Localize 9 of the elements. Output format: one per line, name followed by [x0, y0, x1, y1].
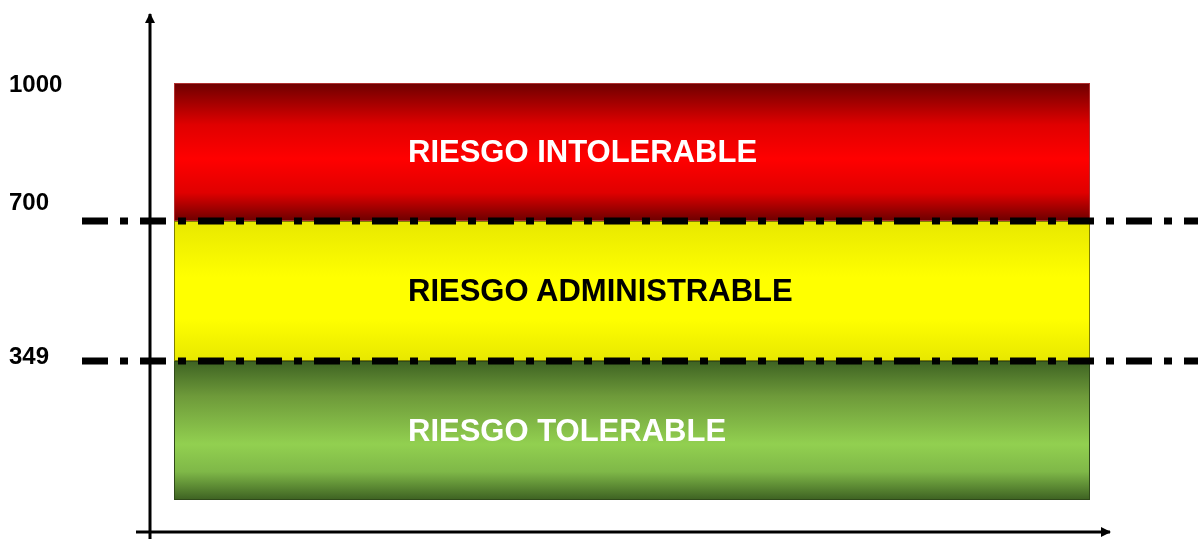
risk-band — [174, 83, 1090, 221]
risk-band — [174, 221, 1090, 361]
band-label: RIESGO INTOLERABLE — [408, 134, 758, 170]
band-label: RIESGO TOLERABLE — [408, 412, 727, 449]
risk-band — [174, 361, 1090, 500]
band-label: RIESGO ADMINISTRABLE — [408, 273, 793, 309]
axis-value: 1000 — [9, 70, 63, 98]
axis-value: 700 — [9, 188, 50, 216]
axis-value: 349 — [9, 342, 50, 370]
